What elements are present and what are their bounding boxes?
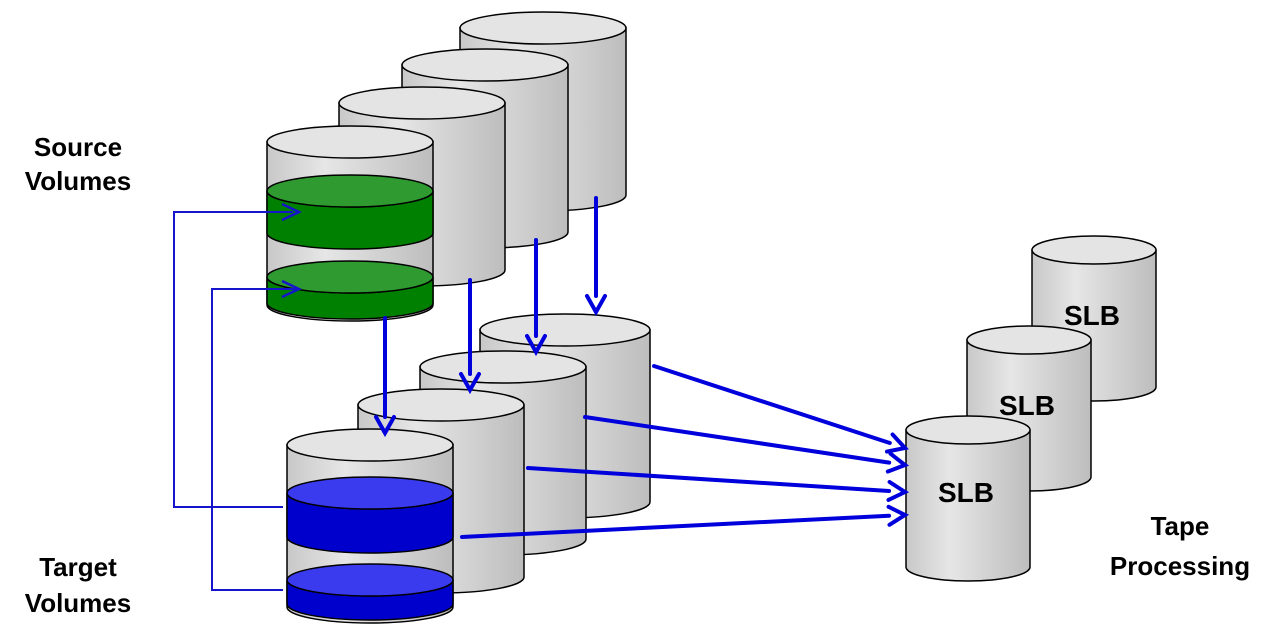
connector-line-1 xyxy=(173,202,302,508)
target-volume-1 xyxy=(286,428,454,624)
arrow-layer xyxy=(173,196,910,591)
tape-processing-label-line1: Tape xyxy=(1151,511,1210,541)
copy-arrow-2 xyxy=(459,278,481,395)
cylinder-layer: SLB SLB SLB xyxy=(266,11,1157,624)
tape-arrow-2 xyxy=(583,415,910,474)
copy-arrow-1 xyxy=(374,316,396,438)
copy-arrow-3 xyxy=(525,238,547,357)
connector-line-2 xyxy=(211,279,302,591)
tape-volume-1: SLB xyxy=(905,415,1031,582)
tape-arrow-4 xyxy=(460,504,910,539)
target-dataset-band-1 xyxy=(286,476,454,554)
source-dataset-band-2 xyxy=(266,260,434,320)
copy-arrow-4 xyxy=(585,196,607,317)
source-volumes-label-line1: Source xyxy=(34,132,122,162)
tape-volume-2-label: SLB xyxy=(999,390,1055,421)
tape-volume-1-label: SLB xyxy=(938,477,994,508)
target-volumes-label-line1: Target xyxy=(39,552,117,582)
tape-arrow-3 xyxy=(526,466,910,502)
source-volumes-label-line2: Volumes xyxy=(25,166,131,196)
source-dataset-band-1 xyxy=(266,174,434,250)
tape-arrow-1 xyxy=(652,364,909,454)
target-volumes-label-line2: Volumes xyxy=(25,588,131,618)
target-dataset-band-2 xyxy=(286,563,454,621)
tape-volume-3-label: SLB xyxy=(1064,300,1120,331)
tape-processing-label-line2: Processing xyxy=(1110,551,1250,581)
source-volume-1 xyxy=(266,125,434,322)
